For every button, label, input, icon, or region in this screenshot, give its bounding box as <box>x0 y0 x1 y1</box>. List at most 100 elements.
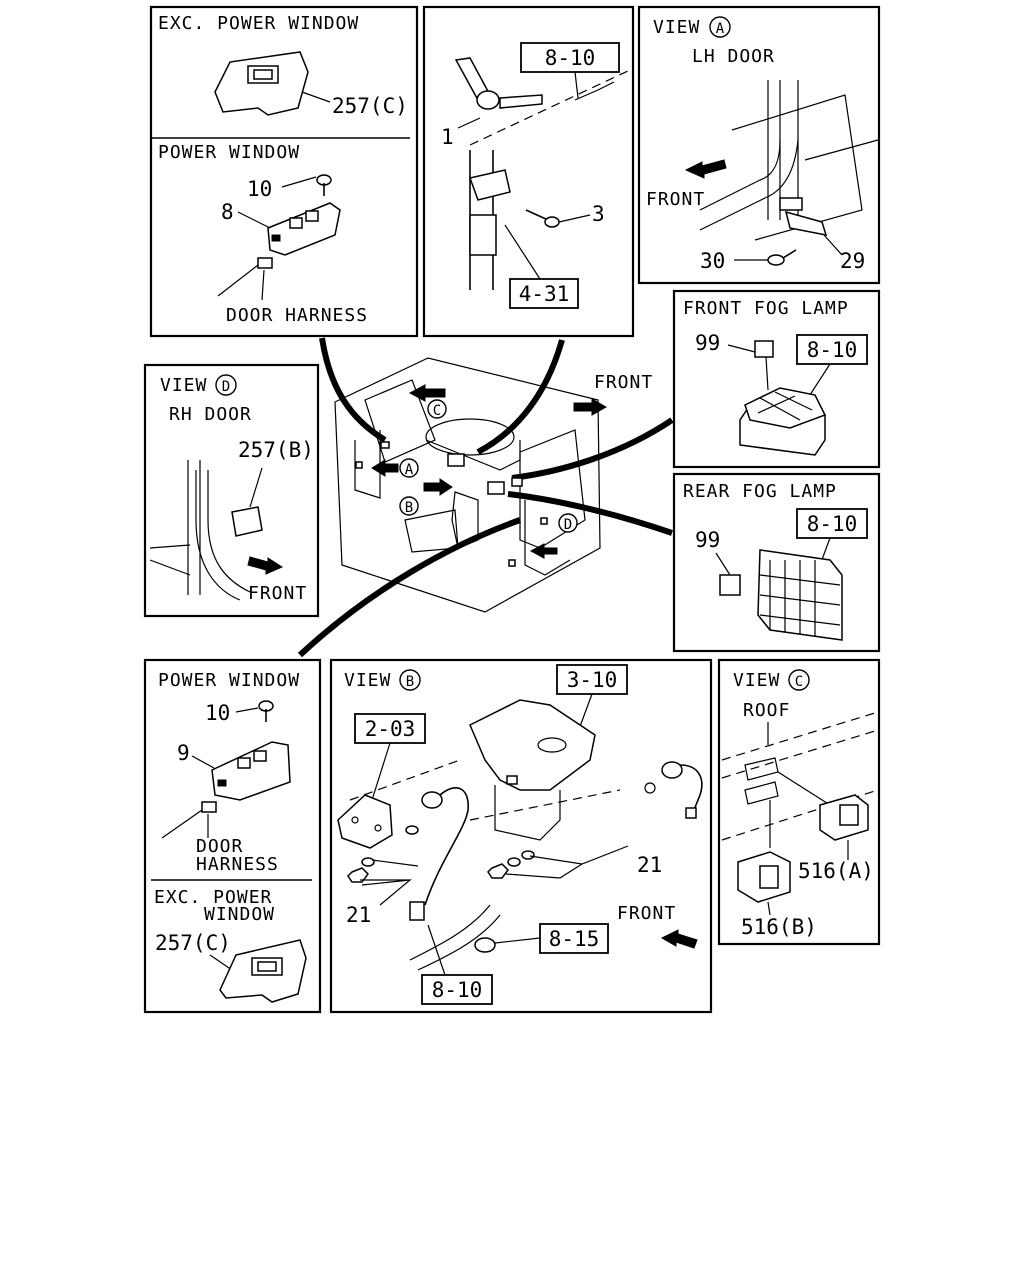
nuts-left-icon <box>347 825 419 883</box>
screw-10-bottom-icon <box>258 700 274 722</box>
panel-view-c: VIEW C ROOF 516(A) 516(B) <box>717 658 881 946</box>
part-8-label: 8 <box>221 200 234 224</box>
ref-8-10-top: 8-10 <box>545 46 596 70</box>
grommet-8-15-icon <box>474 937 496 953</box>
switch-516a-icon <box>819 794 869 841</box>
front-fog-ref-8-10: 8-10 <box>807 338 858 362</box>
screw-10-icon <box>316 174 332 196</box>
overview-cab-drawing: C A B D FRONT <box>297 337 674 658</box>
switch-sensor-left-icon <box>409 787 469 921</box>
view-b-title: VIEW <box>344 670 391 691</box>
view-a-subtitle: LH DOOR <box>692 46 775 67</box>
switch-bezel-257c-bottom-icon <box>219 939 307 1003</box>
svg-text:D: D <box>564 517 572 533</box>
bottom-part-10: 10 <box>205 701 230 725</box>
front-fog-lamp-title: FRONT FOG LAMP <box>683 298 849 319</box>
view-d-subtitle: RH DOOR <box>169 404 252 425</box>
rear-relay-block-icon <box>757 549 843 641</box>
part-516b-label: 516(B) <box>741 915 817 939</box>
screw-30-icon <box>767 249 797 266</box>
steering-column-icon <box>454 57 543 290</box>
bottom-part-9: 9 <box>177 741 190 765</box>
relay-99-icon <box>754 340 774 358</box>
view-c-roof-label: ROOF <box>743 700 790 721</box>
view-c-letter: C <box>795 674 803 690</box>
arrow-to-a <box>408 384 446 402</box>
switch-516b-icon <box>737 851 791 903</box>
overview-front-label: FRONT <box>594 372 653 393</box>
bottom-harness-label: HARNESS <box>196 854 279 875</box>
rear-fog-part-99: 99 <box>695 528 720 552</box>
switch-sensor-right-icon <box>644 761 703 819</box>
part-21-right: 21 <box>637 853 662 877</box>
part-257c-label: 257(C) <box>332 94 408 118</box>
panel-rear-fog-lamp: REAR FOG LAMP 8-10 99 <box>672 472 881 653</box>
exc-power-window-title: EXC. POWER WINDOW <box>158 13 359 34</box>
callout-d: D <box>558 513 578 533</box>
ref-8-10-bottom: 8-10 <box>432 978 483 1002</box>
view-d-front-label: FRONT <box>248 583 307 604</box>
panel-front-fog-lamp: FRONT FOG LAMP 99 8-10 <box>672 289 881 469</box>
view-b-letter: B <box>406 674 414 690</box>
part-257b-label: 257(B) <box>238 438 314 462</box>
panel-top-left: EXC. POWER WINDOW 257(C) POWER WINDOW 10… <box>149 5 419 338</box>
leader-curve-top-left <box>319 337 387 443</box>
arrow-to-d <box>529 543 558 559</box>
arrow-to-a-2 <box>371 459 399 477</box>
leader-curve-front-fog <box>511 417 674 481</box>
panel-view-d: VIEW D RH DOOR 257(B) FRONT <box>143 363 320 618</box>
bracket-3-10-drawing <box>469 699 596 841</box>
view-b-front-arrow <box>660 929 698 949</box>
rear-fog-ref-8-10: 8-10 <box>807 512 858 536</box>
leader-curve-top-middle <box>476 339 565 455</box>
view-a-front-label: FRONT <box>646 189 705 210</box>
svg-text:C: C <box>433 403 441 419</box>
part-30-label: 30 <box>700 249 725 273</box>
part-29-label: 29 <box>840 249 865 273</box>
front-fog-part-99: 99 <box>695 331 720 355</box>
part-21-left: 21 <box>346 903 371 927</box>
rear-relay-99-icon <box>719 574 741 596</box>
rh-door-drawing <box>149 460 263 601</box>
view-b-front-label: FRONT <box>617 903 676 924</box>
front-arrow <box>573 398 608 416</box>
view-a-letter: A <box>716 21 725 37</box>
bottom-part-257c: 257(C) <box>155 931 231 955</box>
view-d-letter: D <box>222 379 230 395</box>
view-a-front-arrow <box>684 159 727 179</box>
view-d-title: VIEW <box>160 375 207 396</box>
panel-view-a: VIEW A LH DOOR FRONT 30 29 <box>637 5 881 285</box>
callout-c: C <box>427 399 447 419</box>
relay-block-icon <box>739 387 827 456</box>
door-harness-label: DOOR HARNESS <box>226 305 368 326</box>
ref-3-10: 3-10 <box>567 668 618 692</box>
view-a-title: VIEW <box>653 17 700 38</box>
bottom-exc-label: EXC. POWER <box>154 887 272 908</box>
svg-text:B: B <box>405 500 413 516</box>
part-1-label: 1 <box>441 125 454 149</box>
ref-2-03: 2-03 <box>365 717 416 741</box>
switch-bezel-257c-icon <box>214 51 309 116</box>
leader-curve-bottom-left <box>297 517 522 658</box>
bottom-window-label: WINDOW <box>204 904 275 925</box>
ref-8-15: 8-15 <box>549 927 600 951</box>
view-d-front-arrow <box>247 556 284 575</box>
power-window-switch-9-icon <box>211 741 291 801</box>
panel-bottom-left: POWER WINDOW 10 9 DOOR HARNESS EXC. POWE… <box>143 658 322 1014</box>
power-window-title: POWER WINDOW <box>158 142 300 163</box>
lh-door-drawing <box>699 80 879 241</box>
part-10-label: 10 <box>247 177 272 201</box>
arrow-to-b <box>423 478 453 496</box>
svg-text:A: A <box>405 462 414 478</box>
bottom-power-window-title: POWER WINDOW <box>158 670 300 691</box>
callout-b: B <box>399 496 419 516</box>
panel-view-b: VIEW B 3-10 2-03 <box>329 658 713 1014</box>
part-516a-label: 516(A) <box>798 859 874 883</box>
nuts-right-icon <box>487 850 535 879</box>
rear-fog-lamp-title: REAR FOG LAMP <box>683 481 837 502</box>
ref-4-31: 4-31 <box>519 282 570 306</box>
view-c-title: VIEW <box>733 670 780 691</box>
panel-top-middle: 8-10 1 3 4-31 <box>422 5 635 338</box>
callout-a: A <box>399 458 419 478</box>
bottom-door-label: DOOR <box>196 836 243 857</box>
